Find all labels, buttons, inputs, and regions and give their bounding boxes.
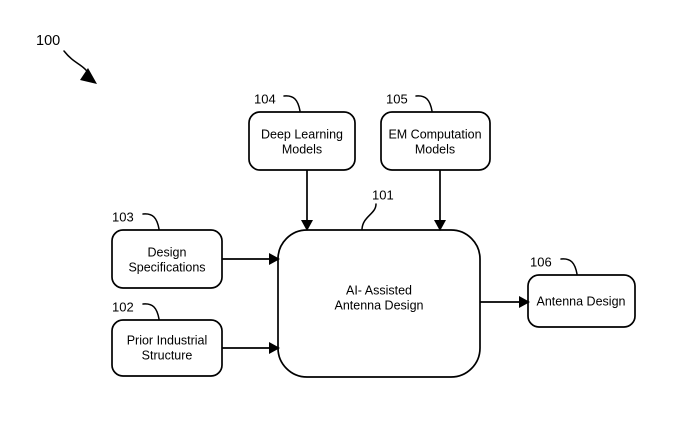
antenna-design-output-label: Antenna Design [537, 294, 626, 308]
ai-assisted-antenna-design-box[interactable] [277, 229, 481, 378]
arrowhead-103-101 [269, 253, 280, 265]
block-em-computation-models[interactable]: EM Computation Models 105 [380, 91, 491, 171]
block-antenna-design-output[interactable]: Antenna Design 106 [527, 254, 636, 328]
arrowhead-102-101 [269, 342, 280, 354]
reference-number-105: 105 [386, 91, 408, 106]
connector-central-to-antenna-design [480, 296, 530, 308]
arrowhead-104-101 [301, 220, 313, 231]
block-design-specifications[interactable]: Design Specifications 103 [111, 209, 223, 289]
prior-industrial-structure-label-line2: Structure [142, 348, 193, 362]
leader-line-106 [560, 258, 578, 275]
block-ai-assisted-antenna-design[interactable]: AI- Assisted Antenna Design 101 [277, 187, 481, 378]
figure-reference-100: 100 [36, 33, 97, 84]
leader-line-101 [361, 203, 377, 230]
block-prior-industrial-structure[interactable]: Prior Industrial Structure 102 [111, 299, 223, 377]
deep-learning-models-box[interactable] [248, 111, 356, 171]
ai-assisted-antenna-design-label-line2: Antenna Design [335, 298, 424, 312]
reference-number-104: 104 [254, 91, 276, 106]
em-computation-models-box[interactable] [380, 111, 491, 171]
connector-prior-structure-to-central [222, 342, 280, 354]
leader-line-104 [283, 95, 301, 112]
reference-number-102: 102 [112, 299, 134, 314]
arrowhead-101-106 [519, 296, 530, 308]
leader-line-103 [142, 213, 160, 230]
deep-learning-models-label-line2: Models [282, 142, 322, 156]
leader-line-105 [415, 95, 433, 112]
reference-number-106: 106 [530, 254, 552, 269]
prior-industrial-structure-label-line1: Prior Industrial [127, 333, 208, 347]
em-computation-models-label-line2: Models [415, 142, 455, 156]
figure-leader-arrowhead [80, 68, 97, 84]
connector-deep-learning-to-central [301, 170, 313, 231]
connector-design-specs-to-central [222, 253, 280, 265]
reference-number-103: 103 [112, 209, 134, 224]
reference-number-101: 101 [372, 187, 394, 202]
block-deep-learning-models[interactable]: Deep Learning Models 104 [248, 91, 356, 171]
em-computation-models-label-line1: EM Computation [388, 127, 481, 141]
design-specifications-label-line2: Specifications [128, 260, 205, 274]
figure-number-label: 100 [36, 33, 60, 49]
ai-assisted-antenna-design-label-line1: AI- Assisted [346, 283, 412, 297]
design-specifications-label-line1: Design [148, 245, 187, 259]
leader-line-102 [142, 303, 160, 320]
arrowhead-105-101 [434, 220, 446, 231]
connector-em-computation-to-central [434, 170, 446, 231]
deep-learning-models-label-line1: Deep Learning [261, 127, 343, 141]
